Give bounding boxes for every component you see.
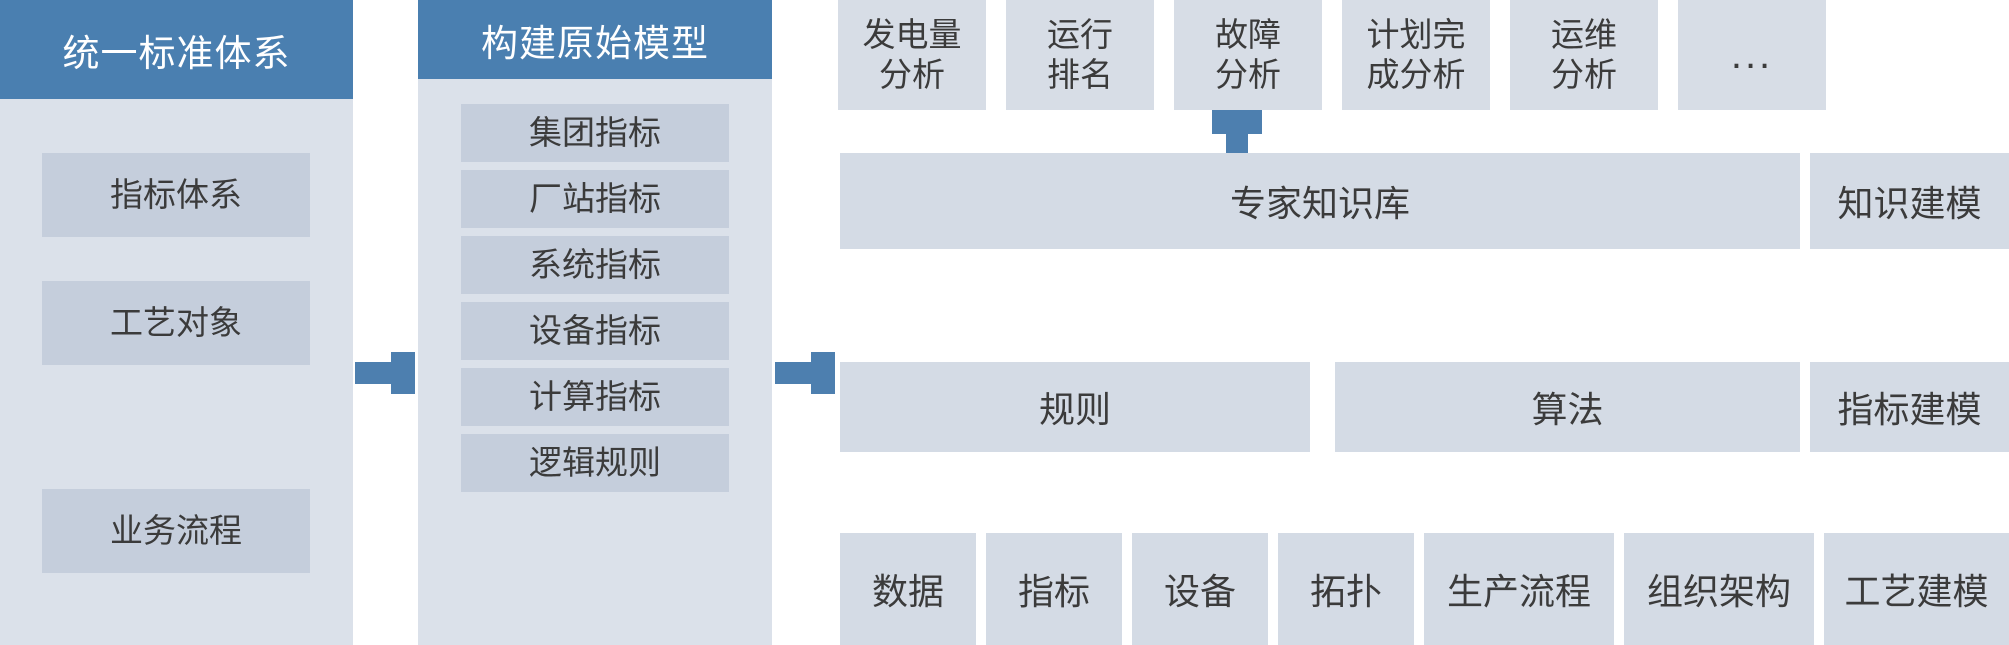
arrow-standard-to-model-icon bbox=[355, 352, 415, 394]
band-expert-knowledge-base[interactable]: 专家知识库 bbox=[840, 153, 1800, 249]
card-operation-maintenance-analysis[interactable]: 运维 分析 bbox=[1510, 0, 1658, 110]
band-rules[interactable]: 规则 bbox=[840, 362, 1310, 452]
card-power-generation-analysis[interactable]: 发电量 分析 bbox=[838, 0, 986, 110]
band-indicator-modeling[interactable]: 指标建模 bbox=[1810, 362, 2009, 452]
band-process-modeling[interactable]: 工艺建模 bbox=[1824, 533, 2009, 645]
band-knowledge-modeling[interactable]: 知识建模 bbox=[1810, 153, 2009, 249]
band-production-process[interactable]: 生产流程 bbox=[1424, 533, 1614, 645]
panel-build-original-model-header: 构建原始模型 bbox=[418, 0, 772, 79]
chip-plant-indicator[interactable]: 厂站指标 bbox=[461, 170, 729, 228]
panel-unified-standard-system: 统一标准体系 指标体系 工艺对象 业务流程 bbox=[0, 0, 353, 645]
band-organization-structure[interactable]: 组织架构 bbox=[1624, 533, 1814, 645]
panel-unified-standard-system-header: 统一标准体系 bbox=[0, 0, 353, 99]
chip-logic-rule[interactable]: 逻辑规则 bbox=[461, 434, 729, 492]
band-indicator[interactable]: 指标 bbox=[986, 533, 1122, 645]
card-operation-ranking[interactable]: 运行 排名 bbox=[1006, 0, 1154, 110]
chip-indicator-system[interactable]: 指标体系 bbox=[42, 153, 310, 237]
card-more-ellipsis[interactable]: ... bbox=[1678, 0, 1826, 110]
chip-system-indicator[interactable]: 系统指标 bbox=[461, 236, 729, 294]
band-topology[interactable]: 拓扑 bbox=[1278, 533, 1414, 645]
arrow-model-to-rules-icon bbox=[775, 352, 835, 394]
card-plan-completion-analysis[interactable]: 计划完 成分析 bbox=[1342, 0, 1490, 110]
panel-build-original-model: 构建原始模型 集团指标 厂站指标 系统指标 设备指标 计算指标 逻辑规则 bbox=[418, 0, 772, 645]
chip-device-indicator[interactable]: 设备指标 bbox=[461, 302, 729, 360]
chip-group-indicator[interactable]: 集团指标 bbox=[461, 104, 729, 162]
card-fault-analysis[interactable]: 故障 分析 bbox=[1174, 0, 1322, 110]
chip-calculated-indicator[interactable]: 计算指标 bbox=[461, 368, 729, 426]
band-data[interactable]: 数据 bbox=[840, 533, 976, 645]
chip-process-object[interactable]: 工艺对象 bbox=[42, 281, 310, 365]
chip-business-process[interactable]: 业务流程 bbox=[42, 489, 310, 573]
band-algorithms[interactable]: 算法 bbox=[1335, 362, 1800, 452]
band-device[interactable]: 设备 bbox=[1132, 533, 1268, 645]
